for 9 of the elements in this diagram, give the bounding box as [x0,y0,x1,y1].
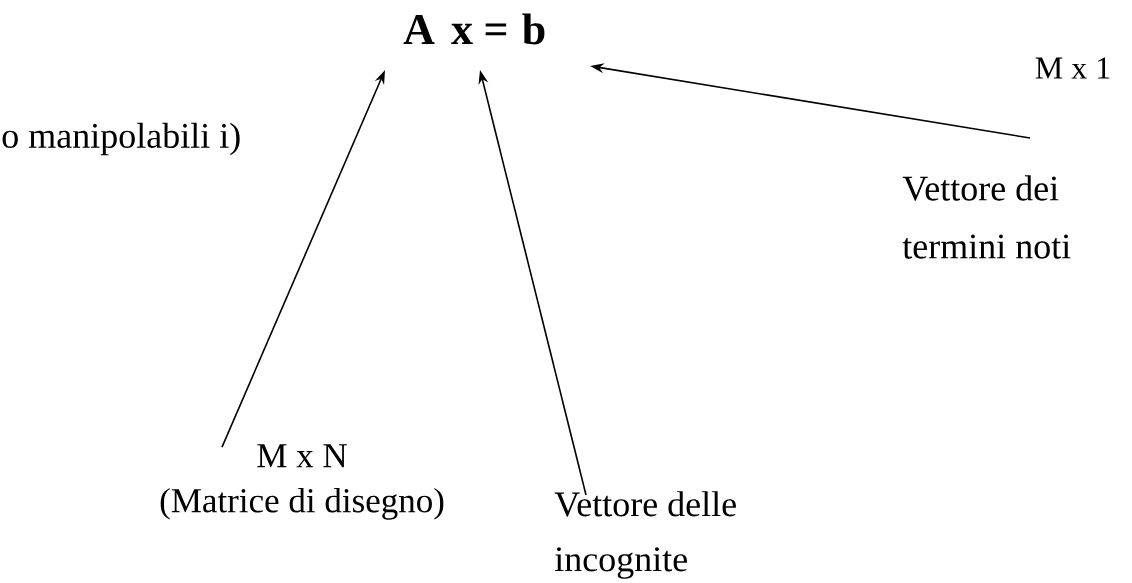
equation-symbol: b [522,13,545,45]
annotation-text: o manipolabili i) [2,122,240,156]
annotation-text: M x 1 [1035,57,1110,79]
equation-symbol: x [451,23,473,44]
equation-symbol: A [403,14,435,44]
equation-symbol: = [485,23,507,36]
annotation-text: Vettore dei termini noti [902,175,1071,259]
annotation-text: M x N (Matrice di disegno) [160,444,444,520]
annotation-text: Vettore delle incognite [554,491,736,579]
